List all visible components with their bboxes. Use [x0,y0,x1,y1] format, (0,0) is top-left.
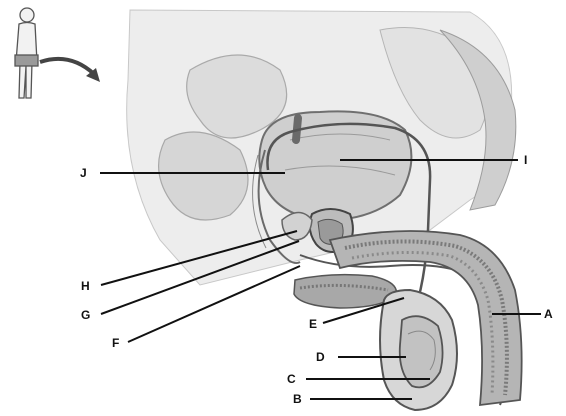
label-d: D [316,350,325,364]
label-h: H [81,279,90,293]
label-g: G [81,308,90,322]
label-a: A [544,307,553,321]
label-b: B [293,392,302,406]
label-f: F [112,336,119,350]
label-c: C [287,372,296,386]
curved-arrow-icon [40,59,100,82]
label-i: I [524,153,527,167]
label-e: E [309,317,317,331]
label-j: J [80,166,87,180]
human-figure-icon [15,8,38,98]
